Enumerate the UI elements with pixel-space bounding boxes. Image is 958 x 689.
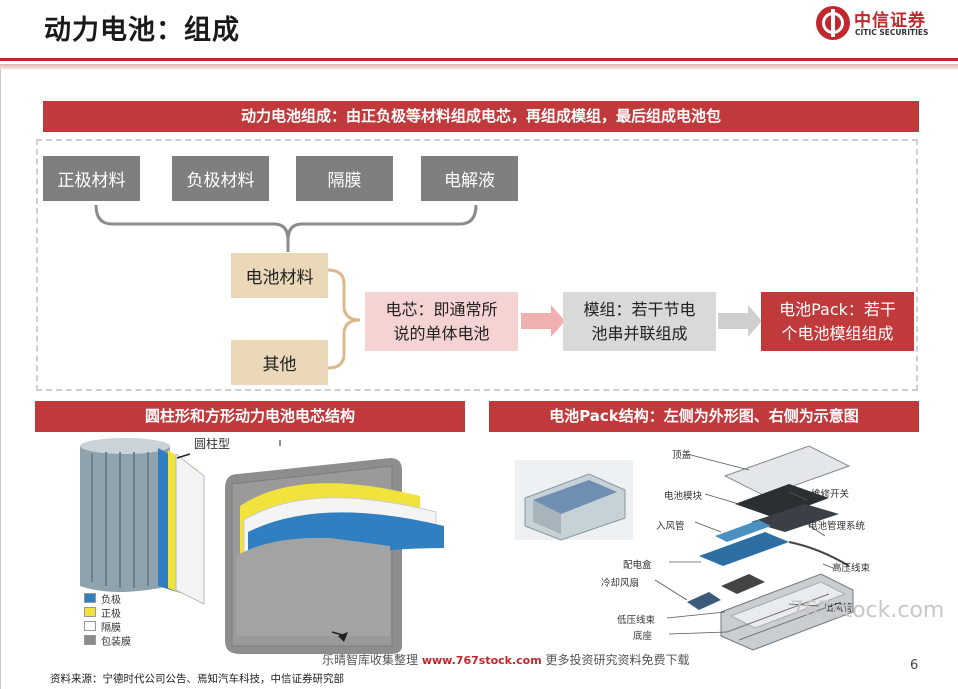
cell-line-2: 说的单体电池 (393, 323, 490, 343)
page-number: 6 (910, 658, 919, 673)
logo-cn-text: 中信证券 (854, 11, 926, 31)
label-air-inlet: 入风管 (656, 521, 685, 532)
label-lv-harness: 低压线束 (617, 615, 656, 626)
label-battery-module: 电池模块 (664, 491, 703, 502)
pack-line-2: 个电池模组组成 (781, 323, 894, 343)
legend-separator-swatch (84, 621, 96, 631)
watermark-pre: 乐晴智库收集整理 (322, 653, 419, 667)
material-anode: 负极材料 (172, 156, 269, 201)
material-cathode: 正极材料 (43, 156, 140, 201)
label-cooling-fan: 冷却风扇 (601, 578, 640, 589)
cell-box: 电芯：即通常所说的单体电池 (365, 292, 518, 351)
module-line-2: 池串并联组成 (591, 323, 688, 343)
label-hv-harness: 高压线束 (832, 563, 871, 574)
module-line-1: 模组：若干节电 (583, 299, 696, 319)
legend-cathode-swatch (84, 607, 96, 617)
composition-dashed-frame (36, 139, 918, 391)
cell-legend: 负极 正极 隔膜 包装膜 (84, 591, 131, 648)
citic-emblem-icon (816, 6, 850, 40)
header-rule (0, 58, 958, 61)
cell-structure-banner: 圆柱形和方形动力电池电芯结构 (35, 401, 465, 432)
legend-anode: 负极 (84, 591, 131, 606)
label-base: 底座 (633, 631, 653, 642)
legend-separator: 隔膜 (84, 619, 131, 634)
label-distribution-box: 配电盒 (623, 560, 652, 571)
label-air-outlet: 出风管 (824, 603, 853, 614)
watermark-post: 更多投资研究资料免费下载 (545, 653, 690, 667)
watermark-line: 乐晴智库收集整理 www.767stock.com 更多投资研究资料免费下载 (322, 651, 690, 668)
battery-materials-box: 电池材料 (231, 253, 328, 298)
watermark-url[interactable]: www.767stock.com (421, 654, 542, 667)
module-box: 模组：若干节电池串并联组成 (563, 292, 716, 351)
watermark-overlay: 767stock.com (790, 598, 945, 623)
pack-structure-banner: 电池Pack结构：左侧为外形图、右侧为示意图 (489, 401, 919, 432)
source-note: 资料来源：宁德时代公司公告、焉知汽车科技，中信证券研究部 (50, 673, 344, 685)
left-rule (0, 69, 1, 689)
legend-separator-label: 隔膜 (101, 622, 121, 634)
citic-logo: 中信证券 CITIC SECURITIES (816, 6, 946, 42)
composition-banner: 动力电池组成：由正负极等材料组成电芯，再组成模组，最后组成电池包 (43, 101, 919, 132)
others-box: 其他 (231, 340, 328, 385)
label-maintenance-switch: 维修开关 (811, 489, 850, 500)
cell-line-1: 电芯：即通常所 (385, 299, 498, 319)
pack-box: 电池Pack：若干个电池模组组成 (761, 292, 914, 351)
logo-en-text: CITIC SECURITIES (855, 28, 929, 37)
legend-anode-swatch (84, 593, 96, 603)
pack-structure-illustration (515, 445, 854, 651)
label-bms: 电池管理系统 (808, 521, 866, 532)
pack-line-1: 电池Pack：若干 (779, 299, 896, 319)
legend-anode-label: 负极 (101, 594, 121, 606)
label-top-cover: 顶盖 (672, 450, 692, 461)
legend-casing: 包装膜 (84, 633, 131, 648)
material-separator: 隔膜 (296, 156, 393, 201)
header-rule-shadow (0, 64, 958, 69)
cylinder-label: 圆柱型 (194, 437, 231, 451)
page-title: 动力电池：组成 (44, 15, 240, 46)
legend-casing-label: 包装膜 (101, 636, 131, 648)
legend-casing-swatch (84, 635, 96, 645)
cell-structure-illustration (80, 438, 444, 654)
material-electrolyte: 电解液 (421, 156, 518, 201)
legend-cathode-label: 正极 (101, 608, 121, 620)
legend-cathode: 正极 (84, 605, 131, 620)
